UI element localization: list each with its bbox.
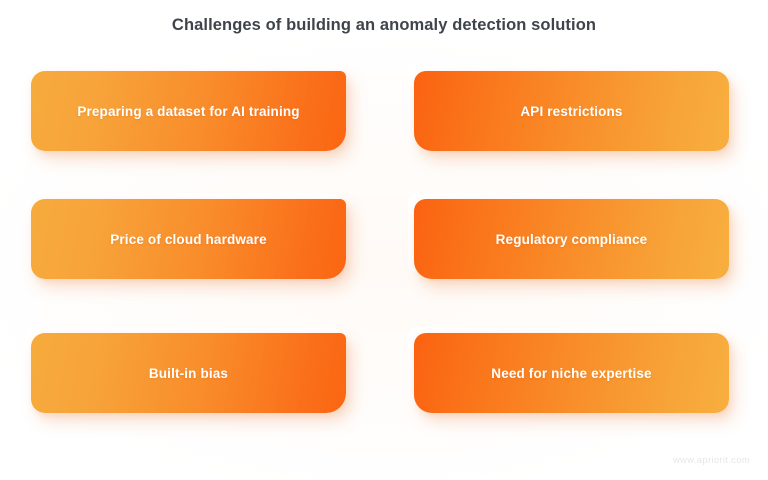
challenge-card[interactable]: Need for niche expertise — [408, 327, 729, 413]
card-label: API restrictions — [520, 103, 623, 119]
card-label: Regulatory compliance — [495, 231, 648, 247]
challenge-card[interactable]: API restrictions — [408, 65, 729, 151]
challenge-card[interactable]: Built-in bias — [25, 327, 346, 413]
card-panel: API restrictions — [414, 71, 729, 151]
card-label: Preparing a dataset for AI training — [77, 103, 300, 119]
challenge-card[interactable]: Regulatory compliance — [408, 193, 729, 279]
card-panel: Need for niche expertise — [414, 333, 729, 413]
challenge-card[interactable]: Price of cloud hardware — [25, 193, 346, 279]
card-panel: Regulatory compliance — [414, 199, 729, 279]
card-label: Built-in bias — [148, 365, 229, 381]
card-label: Need for niche expertise — [491, 365, 652, 381]
page-title: Challenges of building an anomaly detect… — [171, 16, 597, 34]
card-label: Price of cloud hardware — [110, 231, 267, 247]
challenge-card[interactable]: Preparing a dataset for AI training — [25, 65, 346, 151]
site-watermark: www.apriorit.com — [672, 455, 750, 466]
card-panel: Preparing a dataset for AI training — [31, 71, 346, 151]
card-panel: Built-in bias — [31, 333, 346, 413]
card-panel: Price of cloud hardware — [31, 199, 346, 279]
challenge-card-grid: Preparing a dataset for AI training API … — [0, 65, 768, 415]
